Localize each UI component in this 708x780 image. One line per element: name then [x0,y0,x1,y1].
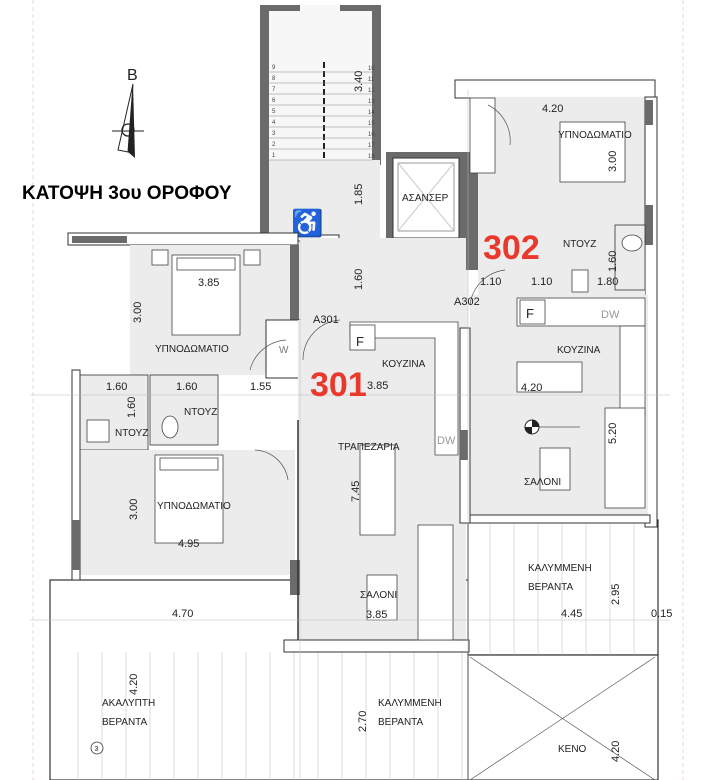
bath-302-label: ΝΤΟΥΖ [563,239,596,250]
bedroom-302-width: 4.20 [542,103,563,115]
grid-marker-label: 3 [95,746,99,753]
open-veranda-depth: 4.20 [128,674,140,695]
open-veranda-label-1: ΑΚΑΛΥΠΤΗ [102,698,155,709]
wardrobe-label: W [279,345,289,356]
elevator [386,152,466,245]
bedroom-302-depth: 3.00 [607,151,619,172]
hall-dim: 1.55 [250,381,271,393]
bedroom2-width: 4.95 [178,538,199,550]
grid-marker [90,741,104,755]
stair-step-number: 11 [368,77,375,83]
dining-label: ΤΡΑΠΕΖΑΡΙΑ [338,442,400,453]
unit-301-rooms [67,232,470,653]
void-label: ΚΕΝΟ [558,744,587,755]
entrance-a302: A302 [454,296,480,308]
stair-step-number: 9 [272,65,276,71]
dishwasher-302-label: DW [601,309,620,321]
stair-step-number: 5 [272,109,276,115]
stair-step-number: 7 [272,87,276,93]
corridor [300,238,468,328]
living-301-label: ΣΑΛΟΝΙ [360,590,397,601]
void-depth: 4.20 [610,741,622,762]
unit-301-number: 301 [310,366,367,404]
stair-step-number: 12 [368,88,375,94]
fridge-label: F [356,334,364,349]
dishwasher-301-label: DW [437,435,456,447]
page-title: ΚΑΤΟΨΗ 3ου ΟΡΟΦΟΥ [22,183,232,204]
dining-dim: 7.45 [350,481,362,502]
stair-core [260,5,381,242]
stair-step-number: 15 [368,121,375,127]
bath1-width: 1.60 [106,381,127,393]
stair-step-number: 1 [272,153,276,159]
kitchen-302-label: ΚΟΥΖΙΝΑ [557,345,601,356]
stair-step-number: 2 [272,142,276,148]
covered-veranda-301-depth: 2.70 [357,711,369,732]
stair-step-number: 16 [368,132,375,138]
bath2-label: ΝΤΟΥΖ [184,407,217,418]
covered-veranda-302-label-1: ΚΑΛΥΜΜΕΝΗ [528,563,592,574]
covered-veranda-301-label-2: ΒΕΡΑΝΤΑ [378,717,424,728]
bedroom2-label: ΥΠΝΟΔΩΜΑΤΙΟ [157,501,231,512]
dim-stair: 3.40 [353,71,365,92]
camera-symbol-icon [524,419,580,435]
open-veranda-label-2: ΒΕΡΑΝΤΑ [102,717,148,728]
bedroom-302-label: ΥΠΝΟΔΩΜΑΤΙΟ [558,130,632,141]
stair-step-number: 3 [272,131,276,137]
dim-corridor: 1.60 [353,269,365,290]
kitchen-301-dim: 3.85 [367,380,388,392]
elevator-label: ΑΣΑΝΣΕΡ [402,193,449,204]
entrance-a301: A301 [313,314,339,326]
covered-veranda-302-label-2: ΒΕΡΑΝΤΑ [528,582,574,593]
bath2-width: 1.60 [176,381,197,393]
stair-step-number: 8 [272,76,276,82]
dim-302-1: 1.10 [480,276,501,288]
north-arrow-icon [112,83,144,158]
dim-302-2: 1.10 [531,276,552,288]
stair-step-number: 10 [368,66,375,72]
living-301-width: 3.85 [366,609,387,621]
stair-step-number: 6 [272,98,276,104]
unit-302-rooms [454,79,658,528]
covered-veranda-301-label-1: ΚΑΛΥΜΜΕΝΗ [378,698,442,709]
living-302-label: ΣΑΛΟΝΙ [524,477,561,488]
dim-302-3: 1.80 [597,276,618,288]
stair-treads: 1 10 2 11 3 12 4 13 5 14 6 15 7 16 8 17 9 18 [269,65,375,161]
stair-step-number: 14 [368,110,375,116]
dimension-lines [30,90,670,780]
stair-step-number: 17 [368,143,375,149]
bedroom1-width: 3.85 [198,277,219,289]
covered-veranda-302-depth: 2.95 [610,584,622,605]
kitchen-302-dim: 4.20 [521,382,542,394]
north-label: B [127,67,138,84]
covered-veranda-302-width: 4.45 [561,608,582,620]
veranda-tiles [77,523,635,780]
dim-landing: 1.85 [353,184,365,205]
kitchen-301-label: ΚΟΥΖΙΝΑ [382,359,426,370]
bath1-depth: 1.60 [126,397,138,418]
unit-302-number: 302 [483,229,540,267]
wall-thickness-dim: 0.15 [651,608,672,620]
bedroom1-depth: 3.00 [132,302,144,323]
open-veranda-width: 4.70 [172,608,193,620]
stair-step-number: 4 [272,120,276,126]
bath-302-depth: 1.60 [607,251,619,272]
stair-step-number: 13 [368,99,375,105]
terraces [49,519,659,780]
bedroom1-label: ΥΠΝΟΔΩΜΑΤΙΟ [155,344,229,355]
void-cross-line [469,656,656,780]
stair-step-number: 18 [368,154,375,160]
bedroom2-depth: 3.00 [128,499,140,520]
living-302-depth: 5.20 [607,423,619,444]
bath1-label: ΝΤΟΥΖ [115,428,148,439]
fridge-302-label: F [526,306,534,321]
